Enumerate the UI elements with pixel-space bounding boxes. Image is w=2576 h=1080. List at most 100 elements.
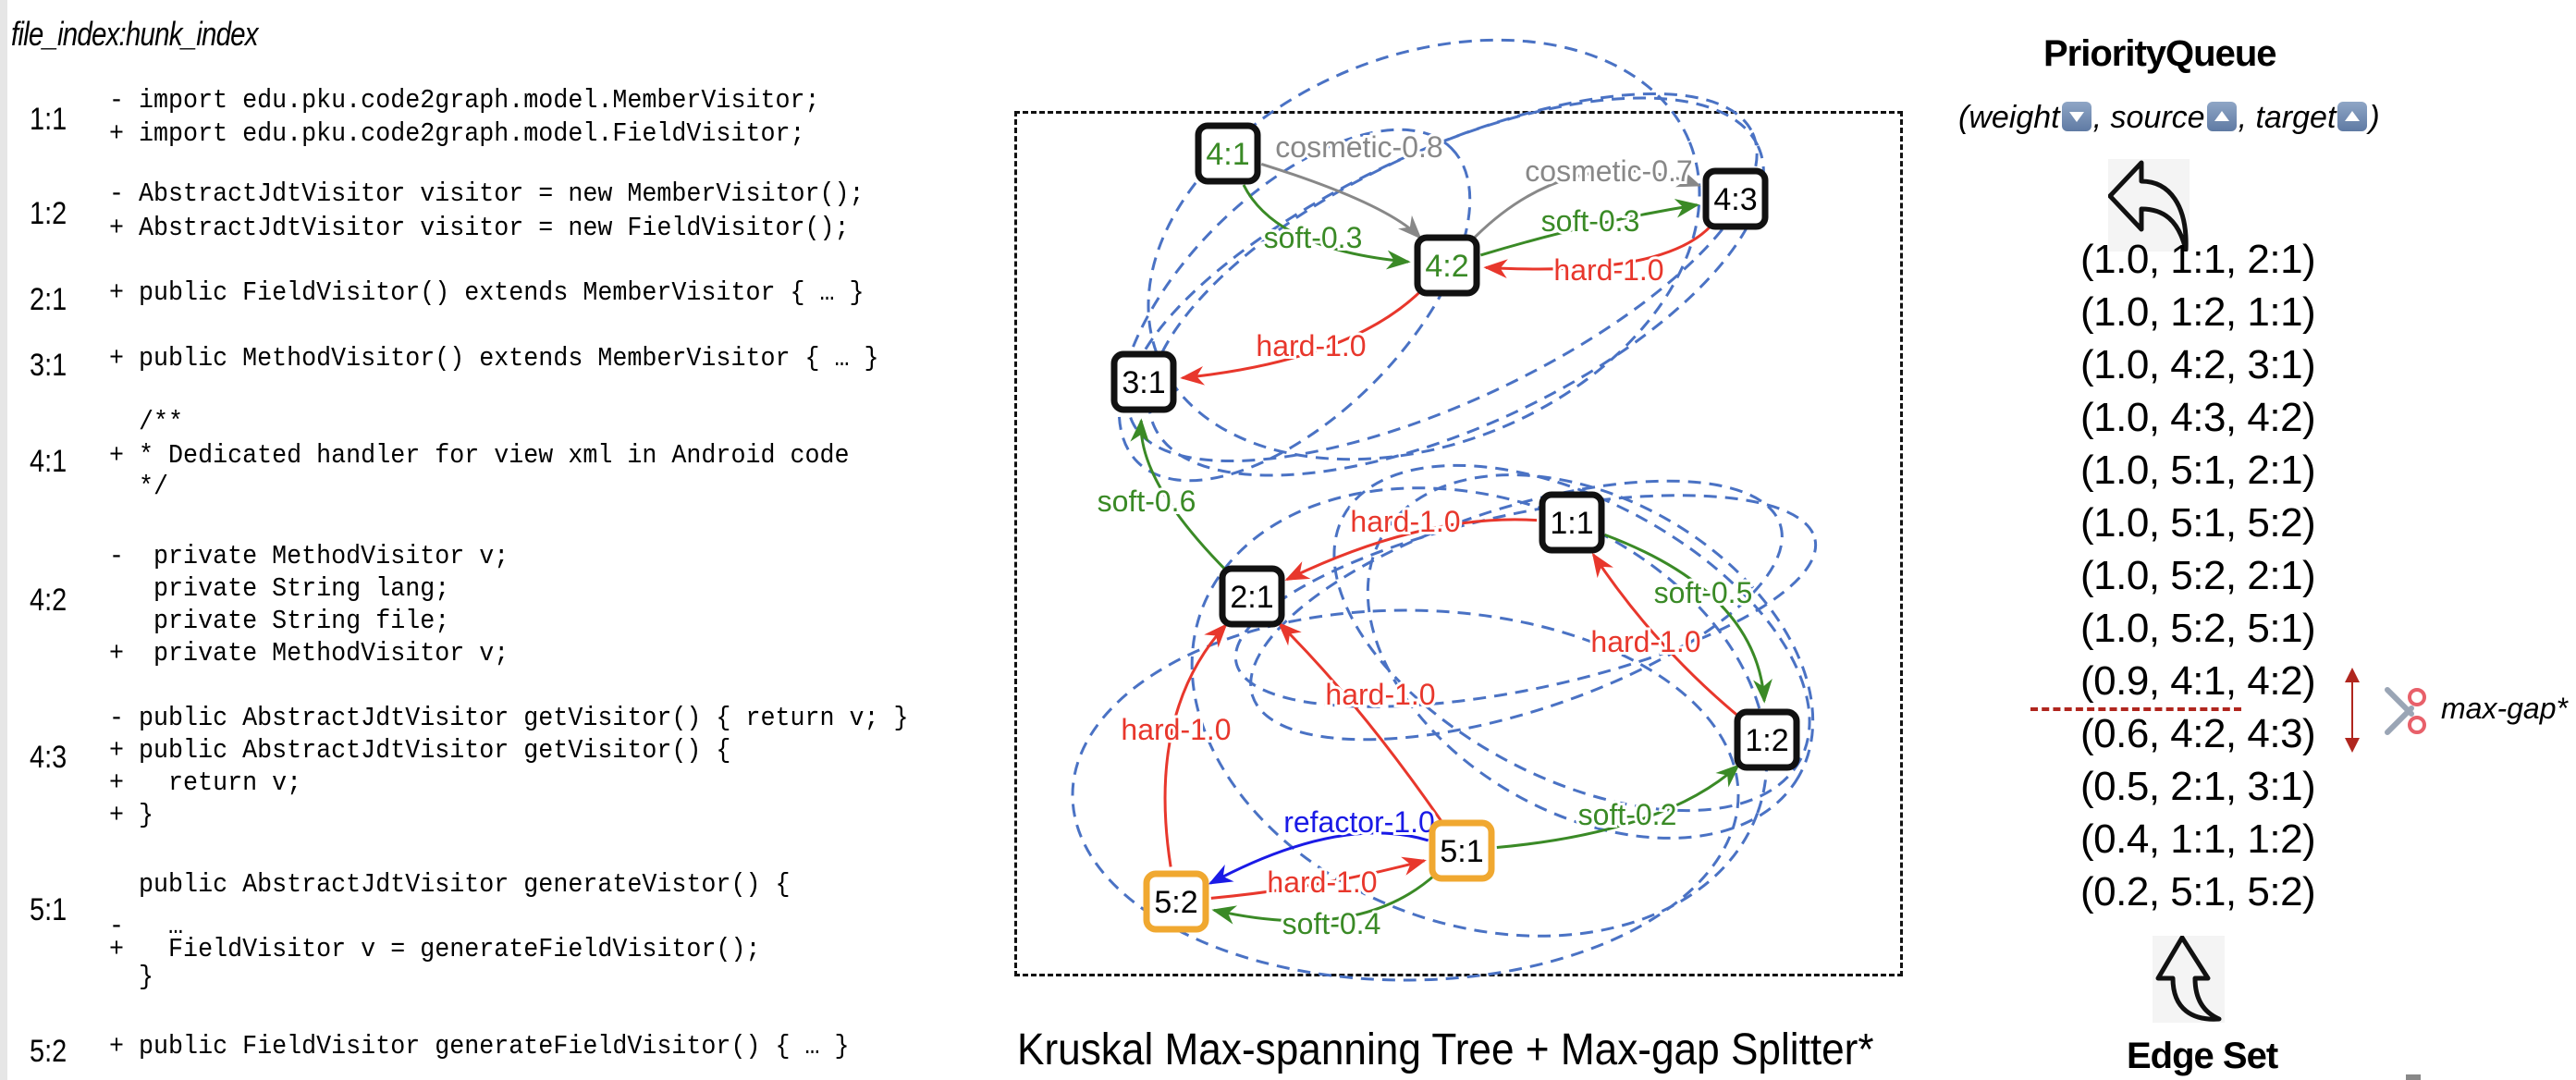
hunk-id: 3:1 — [30, 348, 67, 383]
edge-soft — [1130, 418, 1229, 573]
edge-label: soft-0.2 — [1578, 798, 1677, 831]
code-line: public AbstractJdtVisitor generateVistor… — [109, 869, 791, 900]
code-line: + return v; — [109, 767, 302, 798]
edge-label: soft-0.5 — [1654, 576, 1753, 609]
hunk-id: 1:1 — [30, 102, 67, 137]
code-line: - … — [109, 911, 184, 941]
edge-cosmetic — [1470, 168, 1702, 241]
edge-label: hard-1.0 — [1267, 865, 1377, 899]
node-label: 4:3 — [1713, 182, 1757, 217]
code-line: - public AbstractJdtVisitor getVisitor()… — [109, 703, 909, 733]
edge-label: cosmetic-0.8 — [1275, 130, 1442, 164]
node-box — [1539, 491, 1605, 554]
graph-node[interactable]: 5:2 — [1143, 870, 1209, 933]
edge-soft — [1242, 184, 1411, 270]
code-line: */ — [109, 472, 169, 502]
edge-cosmetic — [1260, 162, 1422, 239]
code-line: + public FieldVisitor generateFieldVisit… — [109, 1031, 850, 1062]
edge-label: soft-0.3 — [1541, 204, 1640, 238]
group-ellipse — [1233, 494, 1818, 708]
edge-hard — [1591, 552, 1741, 718]
node-label: 3:1 — [1122, 365, 1165, 400]
code-line: - import edu.pku.code2graph.model.Member… — [109, 85, 820, 116]
code-line: } — [109, 962, 154, 992]
group-ellipse — [1071, 608, 1740, 982]
sort-key-target: , target — [2238, 100, 2337, 135]
node-box — [1734, 708, 1800, 771]
priority-queue-item: (0.6, 4:2, 4:3) — [2080, 711, 2316, 756]
curved-arrow-left-icon — [2107, 159, 2190, 252]
node-label: 4:2 — [1425, 249, 1468, 284]
edge-soft — [1479, 199, 1700, 257]
edge-label: hard-1.0 — [1325, 678, 1435, 711]
priority-queue-item: (1.0, 5:2, 5:1) — [2080, 606, 2316, 651]
graph-frame — [1014, 111, 1903, 976]
node-label: 5:2 — [1154, 885, 1197, 920]
priority-queue-item: (1.0, 1:2, 1:1) — [2080, 289, 2316, 335]
code-line: + public MethodVisitor() extends MemberV… — [109, 343, 879, 374]
edge-label: hard-1.0 — [1590, 625, 1700, 658]
edge-label: soft-0.3 — [1264, 221, 1363, 254]
hunk-id: 2:1 — [30, 282, 67, 317]
code-line: + * Dedicated handler for view xml in An… — [109, 440, 850, 471]
node-label: 4:1 — [1206, 137, 1249, 172]
node-box — [1195, 122, 1261, 185]
edge-label: hard-1.0 — [1553, 253, 1663, 287]
edge-label: cosmetic-0.7 — [1525, 154, 1692, 188]
priority-queue-item: (1.0, 4:3, 4:2) — [2080, 395, 2316, 440]
sort-key-source: , source — [2092, 100, 2205, 135]
hunk-id: 4:2 — [30, 583, 67, 618]
priority-queue-item: (1.0, 1:1, 2:1) — [2080, 237, 2316, 282]
hunk-id: 5:1 — [30, 892, 67, 927]
edge-soft — [1496, 764, 1740, 850]
graph-node[interactable]: 1:2 — [1734, 708, 1800, 771]
group-ellipse — [1147, 38, 1701, 461]
node-box — [1414, 234, 1480, 297]
node-box — [1110, 350, 1177, 413]
max-gap-label: max-gap* — [2441, 692, 2568, 725]
graph-node[interactable]: 5:1 — [1429, 819, 1495, 882]
graph-node[interactable]: 4:3 — [1702, 167, 1769, 230]
hunk-id: 5:2 — [30, 1034, 67, 1069]
sort-ascending-icon — [2337, 102, 2368, 131]
node-box — [1219, 565, 1285, 628]
node-box — [1429, 819, 1495, 882]
edge-label: hard-1.0 — [1121, 713, 1231, 746]
priority-queue-item: (0.4, 1:1, 1:2) — [2080, 816, 2316, 862]
graph-node[interactable]: 2:1 — [1219, 565, 1285, 628]
left-border-strip — [0, 0, 7, 1080]
group-ellipse — [1332, 463, 1811, 813]
edge-hard — [1284, 518, 1538, 582]
edge-soft — [1604, 533, 1773, 704]
priority-queue-item: (0.9, 4:1, 4:2) — [2080, 658, 2316, 704]
hunk-id: 4:1 — [30, 444, 67, 479]
graph-node[interactable]: 4:1 — [1195, 122, 1261, 185]
edge-label: refactor-1.0 — [1283, 805, 1435, 839]
priority-queue-item: (1.0, 5:1, 2:1) — [2080, 448, 2316, 493]
group-ellipse — [1117, 128, 1472, 483]
code-line: + FieldVisitor v = generateFieldVisitor(… — [109, 934, 761, 964]
scissors-icon — [2384, 686, 2428, 741]
code-line: + public FieldVisitor() extends MemberVi… — [109, 277, 865, 308]
edge-soft — [1211, 873, 1437, 925]
graph-node[interactable]: 1:1 — [1539, 491, 1605, 554]
edge-label: soft-0.4 — [1282, 907, 1381, 940]
hunk-id: 1:2 — [30, 196, 67, 231]
sort-key-weight: (weight — [1958, 100, 2060, 135]
sort-descending-icon — [2061, 102, 2091, 131]
edge-hard — [1163, 623, 1228, 867]
graph-node[interactable]: 3:1 — [1110, 350, 1177, 413]
node-box — [1702, 167, 1769, 230]
edge-set-label: Edge Set — [2127, 1036, 2278, 1076]
code-line: + import edu.pku.code2graph.model.FieldV… — [109, 118, 805, 149]
group-ellipse — [1249, 479, 1784, 742]
priority-queue-item: (1.0, 5:1, 5:2) — [2080, 500, 2316, 546]
node-box — [1143, 870, 1209, 933]
curved-arrow-up-icon — [2153, 935, 2225, 1023]
code-line: - private MethodVisitor v; — [109, 541, 509, 571]
group-ellipse — [1366, 473, 1815, 840]
node-label: 1:1 — [1550, 506, 1593, 541]
graph-node[interactable]: 4:2 — [1414, 234, 1480, 297]
edge-refactor — [1208, 831, 1429, 885]
